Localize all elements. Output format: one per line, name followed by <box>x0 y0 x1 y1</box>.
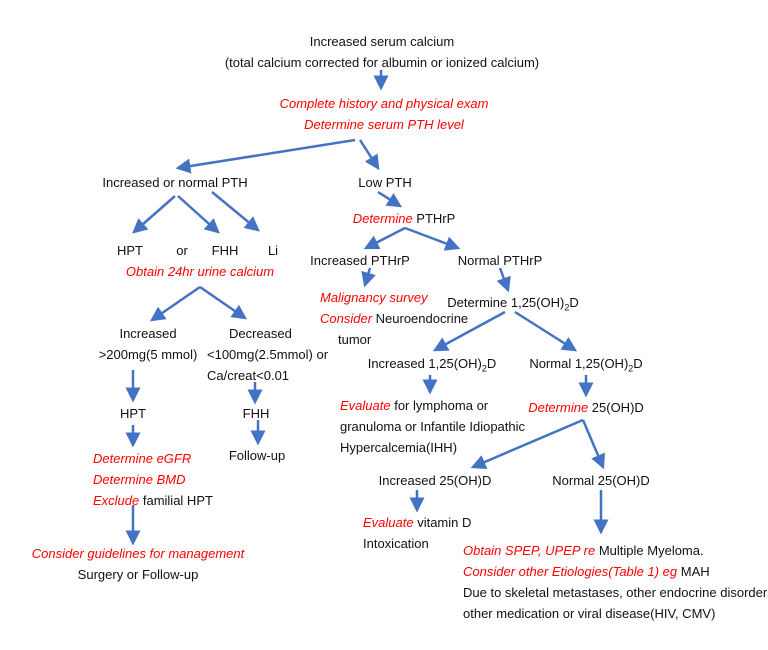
malignancy-line3: tumor <box>338 332 372 347</box>
arrow-to-li <box>211 191 260 232</box>
arrow-urine-to-decreased <box>199 285 248 320</box>
urine-increased-node: Increased >200mg(5 mmol) <box>98 326 198 362</box>
follow-up-node: Follow-up <box>228 448 286 463</box>
initial-step-line1: Complete history and physical exam <box>279 96 489 111</box>
malignancy-node: Malignancy survey Consider Neuroendocrin… <box>320 287 468 350</box>
pthrp-increased-node: Increased PTHrP <box>310 253 410 268</box>
fhh-node: FHH <box>211 243 239 258</box>
evaluate-vitd-node: Evaluate vitamin D Intoxication <box>363 515 472 551</box>
arrow-low-to-pthrp <box>377 190 403 208</box>
myeloma-node: Obtain SPEP, UPEP re Multiple Myeloma. C… <box>463 543 768 621</box>
arrow-to-inc-125 <box>432 310 506 352</box>
arrow-to-fhh <box>177 195 220 234</box>
determine-125-node: Determine 1,25(OH)2D <box>447 295 579 313</box>
fhh2-node: FHH <box>242 406 270 421</box>
arrow-to-norm-25 <box>581 419 606 470</box>
arrow-to-hpt <box>132 195 176 234</box>
root-line2: (total calcium corrected for albumin or … <box>224 55 540 70</box>
determine-25-node: Determine 25(OH)D <box>528 400 644 415</box>
arrow-to-low-pth <box>358 139 380 171</box>
evaluate-lymphoma-node: Evaluate for lymphoma or granuloma or In… <box>340 398 526 455</box>
li-node: Li <box>267 243 279 258</box>
root-node: Increased serum calcium (total calcium c… <box>225 31 539 73</box>
obtain-urine-calcium-node: Obtain 24hr urine calcium <box>125 264 275 279</box>
hpt-node: HPT <box>117 243 143 258</box>
guidelines-node: Consider guidelines for management Surge… <box>31 546 245 582</box>
pthrp-normal-node: Normal PTHrP <box>457 253 543 268</box>
initial-step-node: Complete history and physical exam Deter… <box>280 93 489 135</box>
normal-125-node: Normal 1,25(OH)2D <box>529 356 643 374</box>
pth-low-node: Low PTH <box>358 175 412 190</box>
arrow-to-inc-25 <box>470 418 584 469</box>
increased-125-node: Increased 1,25(OH)2D <box>367 356 497 374</box>
increased-25-node: Increased 25(OH)D <box>378 473 492 488</box>
arrow-to-determine-125 <box>496 267 511 293</box>
initial-step-line2: Determine serum PTH level <box>304 117 464 132</box>
or-label: or <box>176 243 188 258</box>
urine-decreased-node: Decreased <100mg(2.5mmol) or Ca/creat<0.… <box>207 326 329 383</box>
hpt2-node: HPT <box>120 406 146 421</box>
arrow-to-increased-pthrp <box>363 226 406 250</box>
hpt-actions-node: Determine eGFR Determine BMD Exclude fam… <box>93 451 213 508</box>
normal-25-node: Normal 25(OH)D <box>552 473 650 488</box>
malignancy-line1: Malignancy survey <box>320 290 428 305</box>
root-line1: Increased serum calcium <box>309 34 455 49</box>
arrow-urine-to-increased <box>149 285 201 322</box>
determine-pthrp-node: Determine PTHrP <box>352 211 456 226</box>
arrow-to-normal-pthrp <box>404 226 461 251</box>
pth-increased-normal-node: Increased or normal PTH <box>102 175 248 190</box>
arrow-to-increased-pth <box>175 138 356 174</box>
arrow-to-norm-125 <box>514 310 578 352</box>
arrow-to-malignancy <box>361 267 376 288</box>
